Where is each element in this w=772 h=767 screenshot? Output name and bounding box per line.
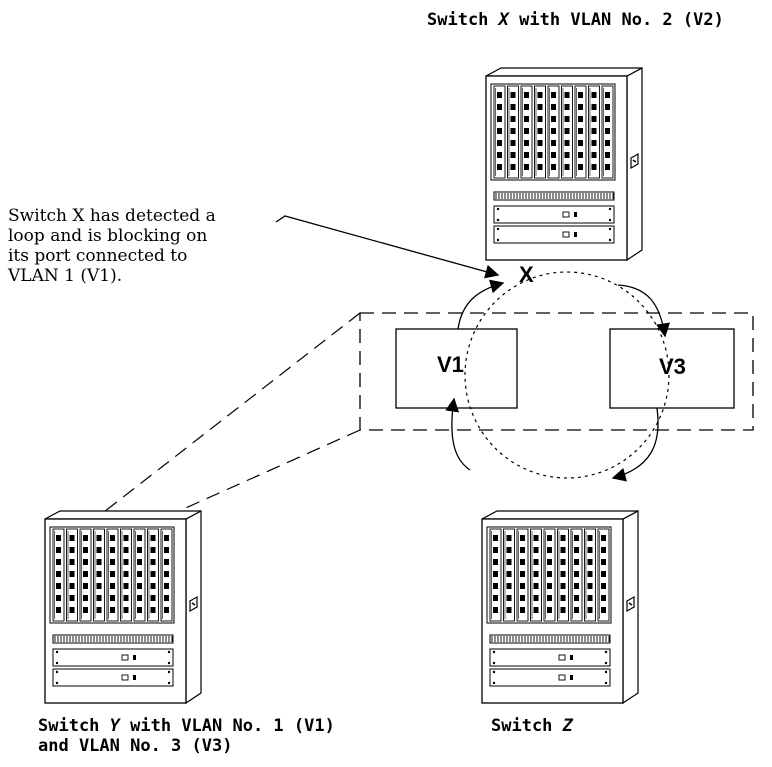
x-port-marker: X — [519, 262, 534, 287]
switch-x-chassis — [485, 67, 643, 262]
switch-x-prefix: Switch — [427, 10, 499, 30]
loop-note: Switch X has detected a loop and is bloc… — [8, 206, 270, 286]
note-line-4: VLAN 1 (V1). — [8, 266, 123, 286]
switch-x-label: Switch X with VLAN No. 2 (V2) — [427, 10, 724, 30]
switch-y-line2: and VLAN No. 3 (V3) — [38, 736, 233, 756]
arrow-z-to-v1 — [445, 397, 471, 471]
switch-y-chassis — [44, 510, 202, 705]
note-line-2: loop and is blocking on — [8, 226, 208, 246]
arrow-v1-to-x — [457, 279, 505, 330]
loop-circle — [464, 271, 670, 479]
note-line-3: its port connected to — [8, 246, 188, 266]
v3-label: V3 — [659, 354, 686, 379]
switch-z-chassis — [481, 510, 639, 705]
switch-x-letter: X — [498, 10, 509, 30]
switch-z-label: Switch Z — [491, 716, 573, 736]
note-leader-arrow — [275, 215, 500, 279]
switch-z-prefix: Switch — [491, 716, 563, 736]
switch-x-suffix: with VLAN No. 2 (V2) — [508, 10, 724, 30]
arrow-x-to-v3 — [617, 284, 670, 338]
switch-y-prefix: Switch — [38, 716, 110, 736]
note-line-1: Switch X has detected a — [8, 206, 216, 226]
switch-y-label: Switch Y with VLAN No. 1 (V1) and VLAN N… — [38, 716, 335, 756]
arrow-v3-to-z — [611, 407, 659, 482]
projection-line-lower — [169, 429, 361, 516]
switch-y-letter: Y — [109, 716, 120, 736]
switch-y-suffix: with VLAN No. 1 (V1) — [119, 716, 335, 736]
v3-box — [609, 328, 735, 409]
projection-line-upper — [99, 312, 361, 516]
switch-z-letter: Z — [562, 716, 573, 736]
vlan-region-box — [359, 312, 754, 431]
v1-box — [395, 328, 518, 409]
v1-label: V1 — [437, 352, 464, 377]
